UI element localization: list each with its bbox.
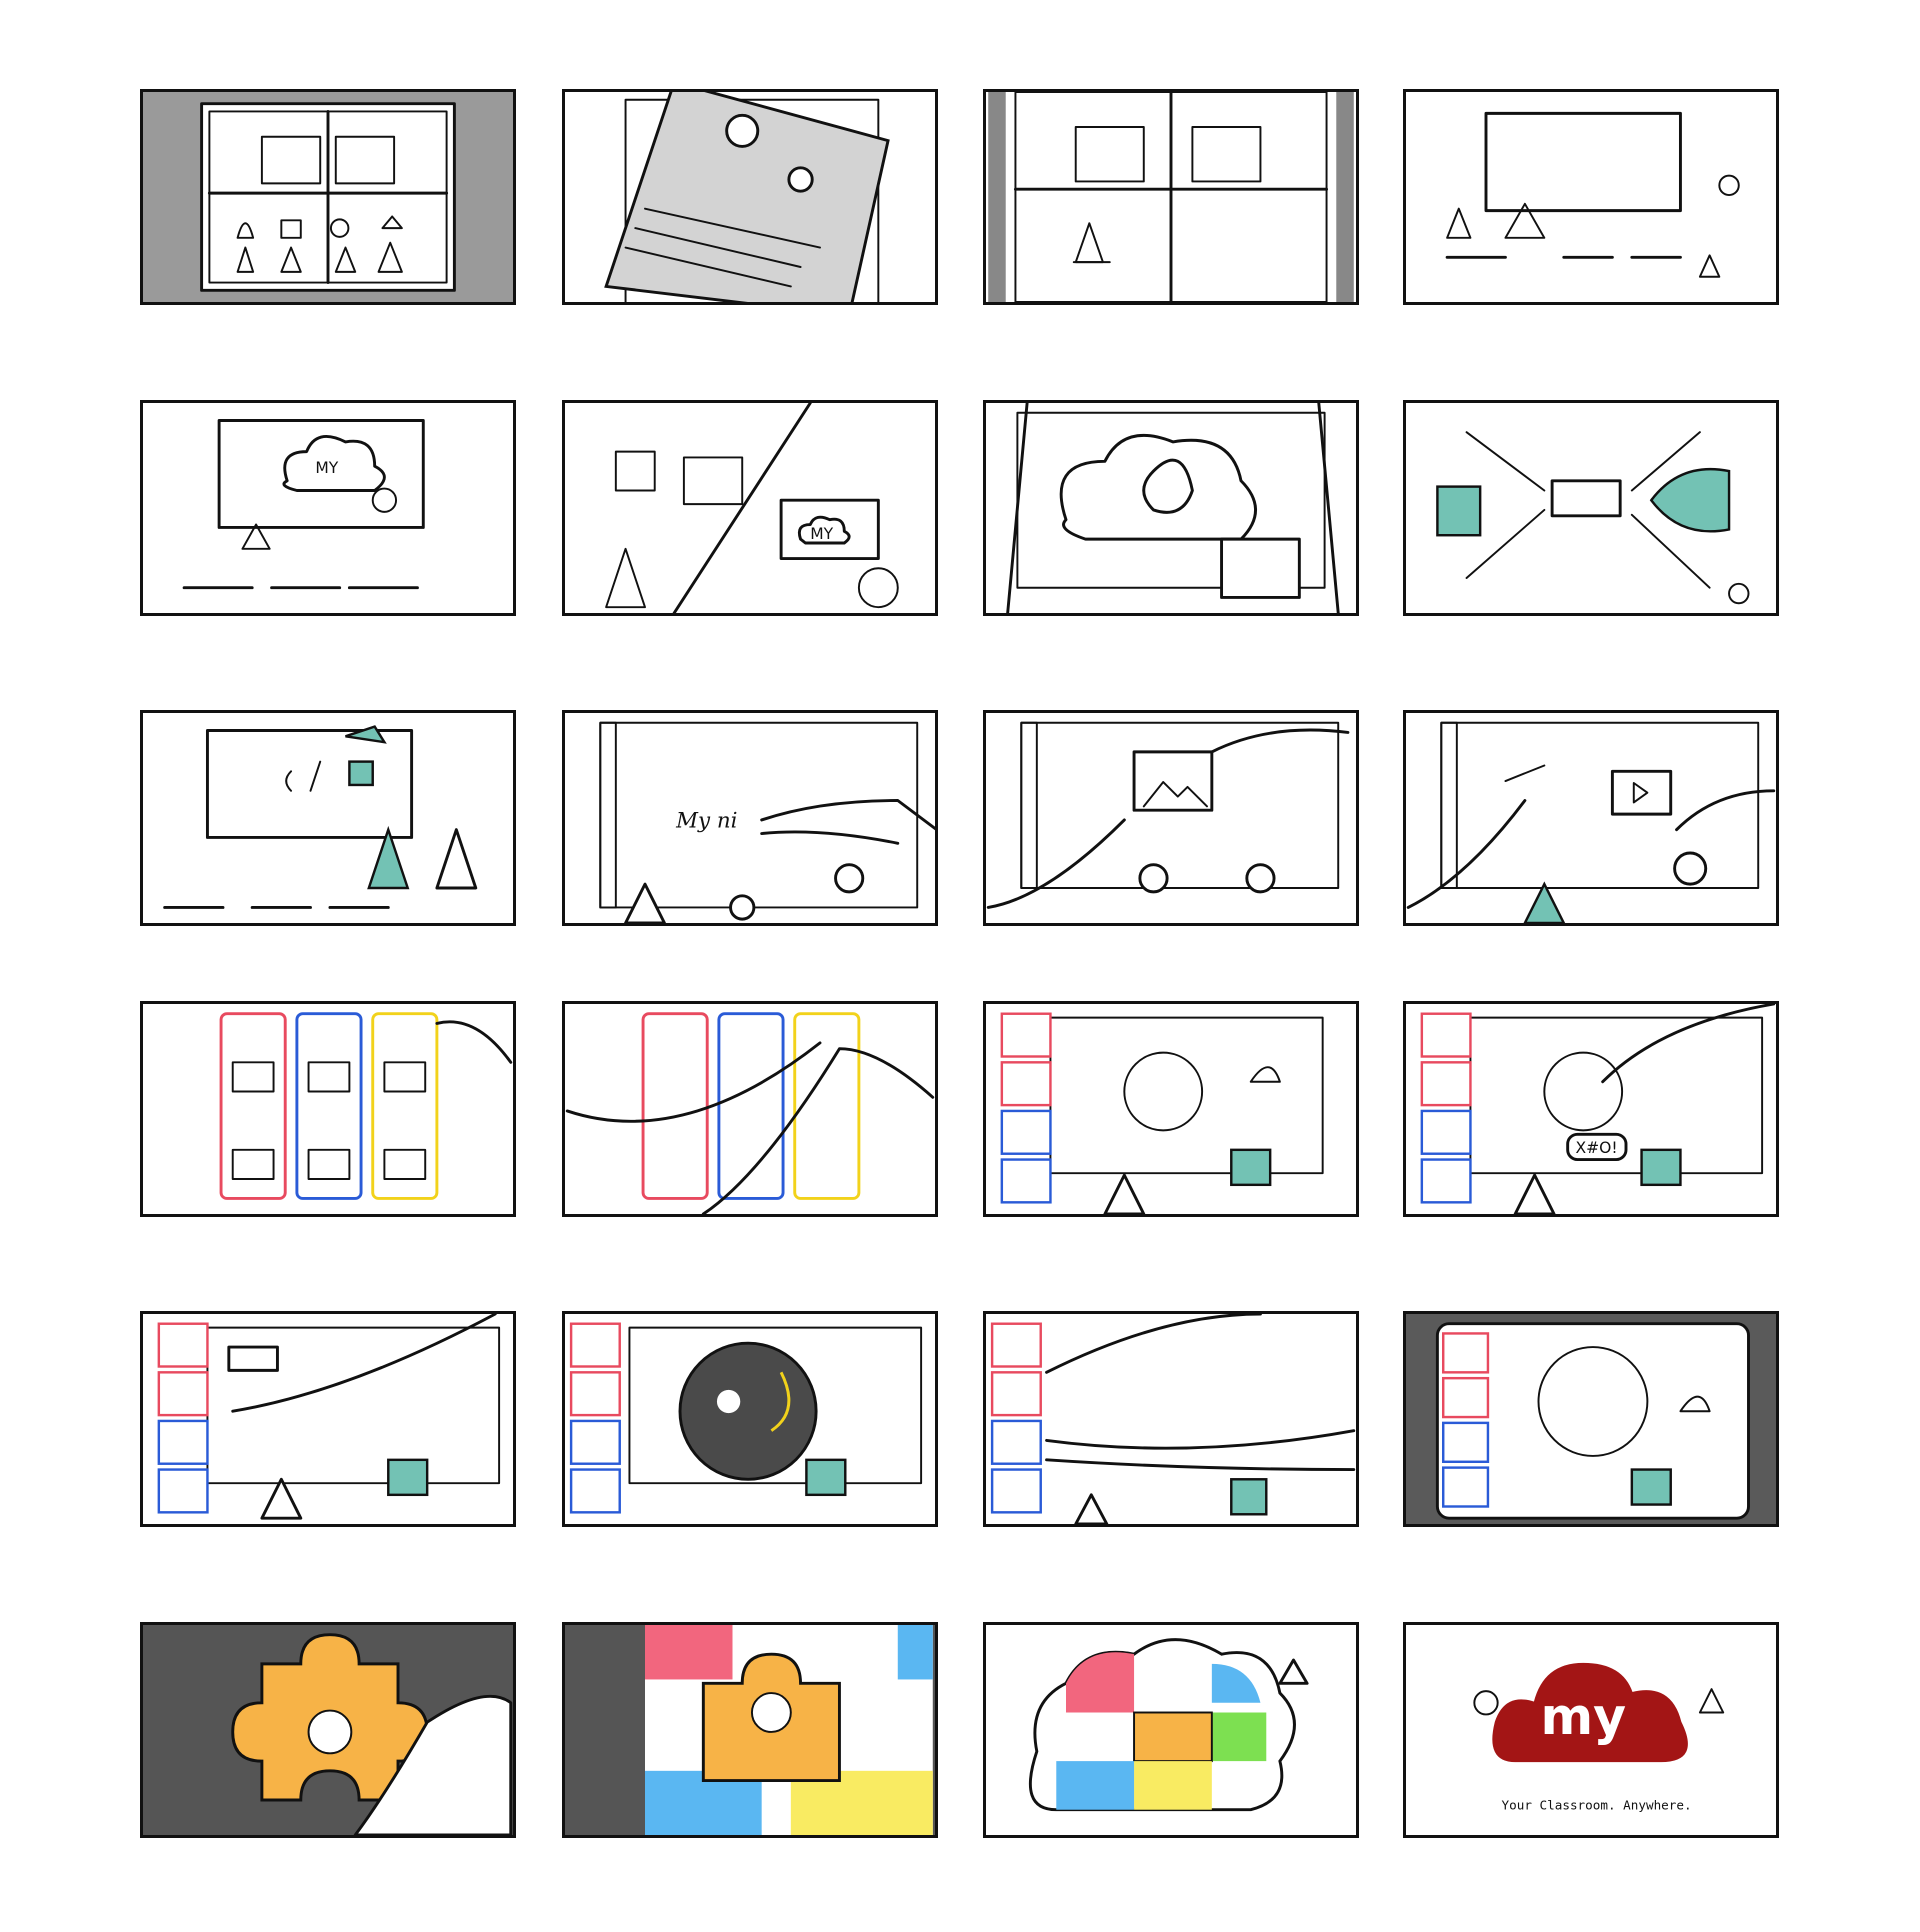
panel-18-planet [562,1311,938,1527]
reach-columns-scene [565,1012,935,1214]
panel-15-video-call-circle [983,1001,1359,1217]
cloud-label: MY [315,459,338,477]
handwriting-text: My ni [675,809,737,834]
panel-20-celebration [1403,1311,1779,1527]
panel-16-video-call-speech: X#O! [1403,1001,1779,1217]
split-screen-scene: MY [605,403,899,613]
screen-zoom-scene [1006,403,1340,613]
panel-21-puzzle-piece [140,1622,516,1838]
pass-ball-scene [157,1314,501,1520]
panel-12-video-ruler [1403,710,1779,926]
panel-4-classroom-board [1403,89,1779,305]
panel-19-pointing-video-call [983,1311,1359,1527]
celebration-scene [1435,1322,1750,1520]
panel-8-projection [1403,400,1779,616]
logo-tagline: Your Classroom. Anywhere. [1502,1798,1692,1813]
panel-9-board-shapes [140,710,516,926]
panel-3-empty-classroom-window [983,89,1359,305]
panel-2-paper-moon [562,89,938,305]
panel-11-drag-image [983,710,1359,926]
screen-cloud-label: MY [810,525,833,543]
panel-13-color-columns [140,1001,516,1217]
puzzle-cloud-scene [1028,1638,1309,1812]
panel-6-split-screen: MY [562,400,938,616]
classroom-window-scene [200,102,456,292]
panel-10-handwriting: My ni [562,710,938,926]
panel-14-reach-columns [562,1001,938,1217]
logo-wordmark: my [1540,1687,1626,1746]
color-columns-scene [219,1012,513,1200]
puzzle-assemble-scene [645,1625,933,1835]
panel-24-logo: my Your Classroom. Anywhere. [1403,1622,1779,1838]
panel-1-classroom-window [140,89,516,305]
pointing-video-call-scene [990,1314,1356,1524]
panel-5-cloud-board: MY [140,400,516,616]
video-call-circle-scene [1000,1012,1324,1214]
logo-cloud-icon [1492,1662,1688,1763]
speech-bubble-text: X#O! [1575,1139,1617,1157]
board-shapes-scene [163,725,478,909]
panel-22-puzzle-assemble [562,1622,938,1838]
handwriting-scene: My ni [599,721,935,923]
drag-image-scene [986,721,1350,909]
empty-classroom-scene [988,92,1354,302]
panel-17-pass-ball [140,1311,516,1527]
classroom-board-scene [1445,111,1740,278]
panel-7-screen-zoom [983,400,1359,616]
panel-23-puzzle-cloud [983,1622,1359,1838]
projection-scene [1436,431,1750,605]
paper-drawing-scene [604,92,890,302]
puzzle-piece-scene [231,1633,513,1835]
planet-scene [569,1322,923,1514]
video-ruler-scene [1406,721,1776,923]
cloud-board-scene: MY [182,419,425,590]
logo-scene: my Your Classroom. Anywhere. [1473,1662,1725,1813]
video-call-speech-scene: X#O! [1420,1004,1776,1214]
